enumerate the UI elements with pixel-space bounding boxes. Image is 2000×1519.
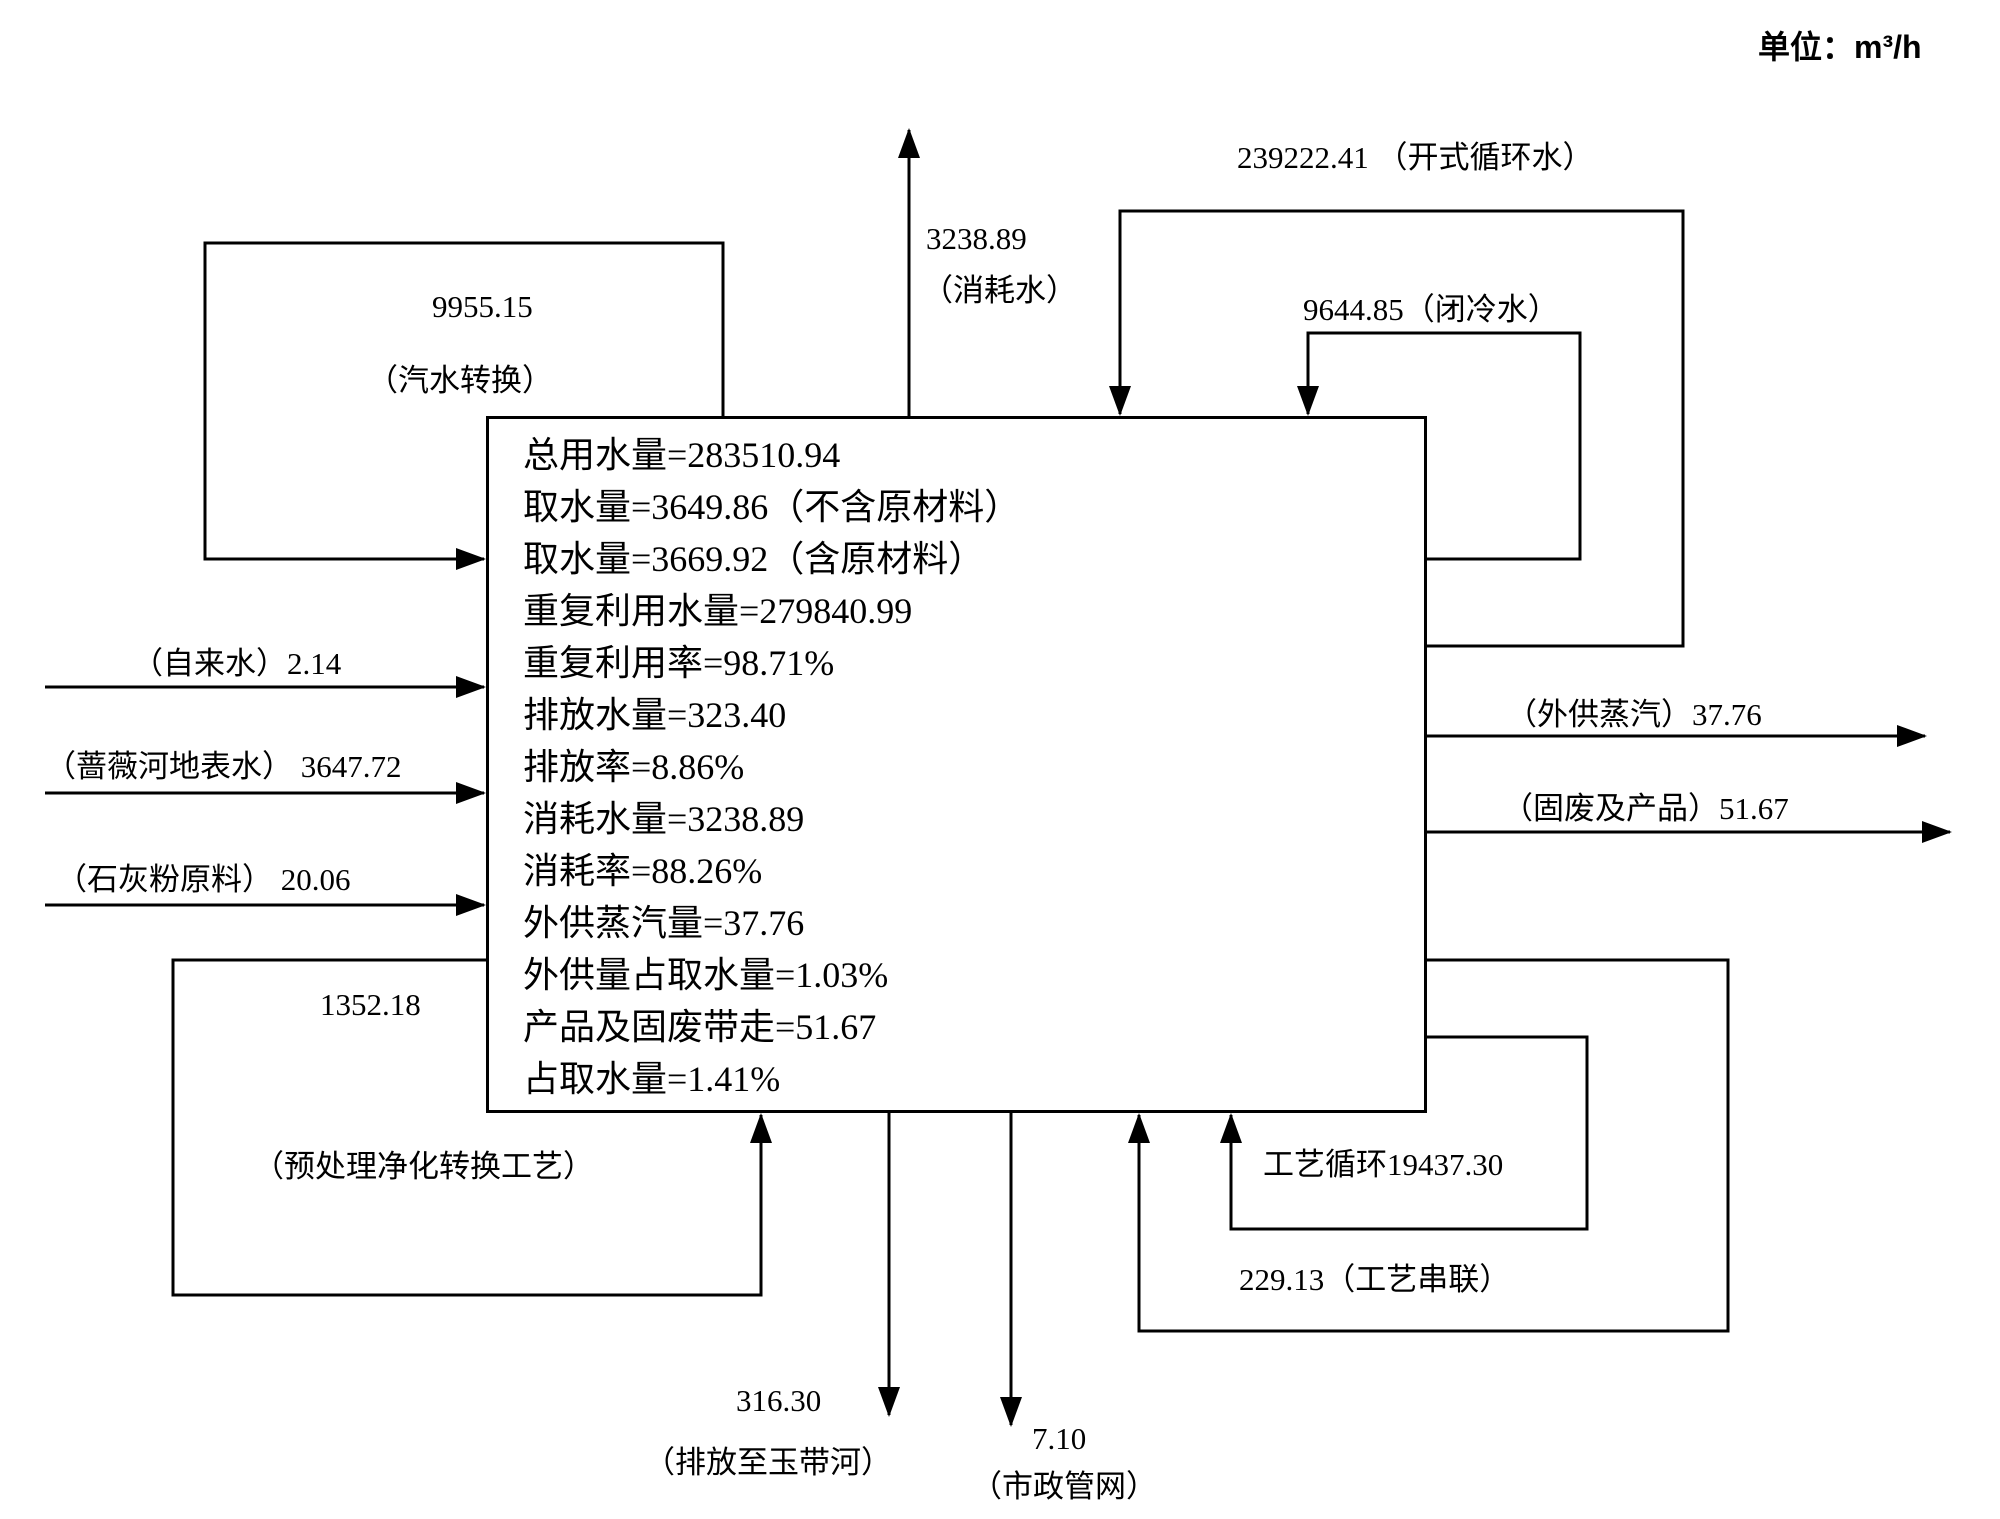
stat-intake-excl-raw: 取水量=3649.86（不含原材料） bbox=[523, 487, 1021, 527]
stat-product-solidwaste: 产品及固废带走=51.67 bbox=[523, 1007, 877, 1047]
pretreatment-label: （预处理净化转换工艺） bbox=[253, 1149, 594, 1184]
stat-consumption-rate: 消耗率=88.26% bbox=[523, 851, 763, 891]
solid-waste-products-label: （固废及产品）51.67 bbox=[1502, 791, 1789, 826]
process-circulation-label: 工艺循环19437.30 bbox=[1263, 1147, 1504, 1182]
discharge-river-label: （排放至玉带河） bbox=[644, 1445, 892, 1480]
open-circulating-loop-line bbox=[1109, 209, 1685, 648]
steam-conversion-loop-line bbox=[203, 241, 725, 570]
closed-cooling-loop-line bbox=[1297, 331, 1582, 561]
stat-reuse-rate: 重复利用率=98.71% bbox=[523, 643, 835, 683]
unit-label: 单位：m³/h bbox=[1758, 29, 1922, 65]
discharge-river-value: 316.30 bbox=[736, 1383, 822, 1418]
steam-conversion-value: 9955.15 bbox=[432, 289, 533, 324]
stat-consumption-volume: 消耗水量=3238.89 bbox=[523, 799, 805, 839]
lime-powder-label: （石灰粉原料） 20.06 bbox=[56, 862, 351, 897]
stat-discharge-rate: 排放率=8.86% bbox=[523, 747, 745, 787]
process-series-loop-line bbox=[1128, 958, 1730, 1333]
municipal-network-value: 7.10 bbox=[1032, 1421, 1087, 1456]
river-surface-water-label: （蔷薇河地表水） 3647.72 bbox=[45, 749, 402, 784]
stat-product-share: 占取水量=1.41% bbox=[523, 1059, 781, 1099]
process-series-label: 229.13（工艺串联） bbox=[1239, 1262, 1511, 1297]
stat-total-water: 总用水量=283510.94 bbox=[523, 435, 841, 475]
tap-water-label: （自来水）2.14 bbox=[132, 646, 342, 681]
pretreatment-value: 1352.18 bbox=[320, 987, 421, 1022]
municipal-network-label: （市政管网） bbox=[971, 1469, 1157, 1504]
process-circulation-loop-line bbox=[1220, 1035, 1589, 1231]
stat-external-steam-volume: 外供蒸汽量=37.76 bbox=[523, 903, 805, 943]
external-steam-label: （外供蒸汽）37.76 bbox=[1506, 697, 1762, 732]
center-stats-box: 总用水量=283510.94 取水量=3649.86（不含原材料） 取水量=36… bbox=[486, 416, 1427, 1113]
consumed-water-value: 3238.89 bbox=[926, 221, 1027, 256]
stat-discharge-volume: 排放水量=323.40 bbox=[523, 695, 787, 735]
steam-conversion-label: （汽水转换） bbox=[367, 363, 553, 398]
open-circulating-label: 239222.41 （开式循环水） bbox=[1237, 140, 1594, 175]
closed-cooling-label: 9644.85（闭冷水） bbox=[1303, 292, 1559, 327]
stat-external-share: 外供量占取水量=1.03% bbox=[523, 955, 889, 995]
stat-reuse-volume: 重复利用水量=279840.99 bbox=[523, 591, 913, 631]
consumed-water-label: （消耗水） bbox=[922, 273, 1077, 308]
pretreatment-loop-line bbox=[171, 958, 772, 1297]
stat-intake-incl-raw: 取水量=3669.92（含原材料） bbox=[523, 539, 985, 579]
